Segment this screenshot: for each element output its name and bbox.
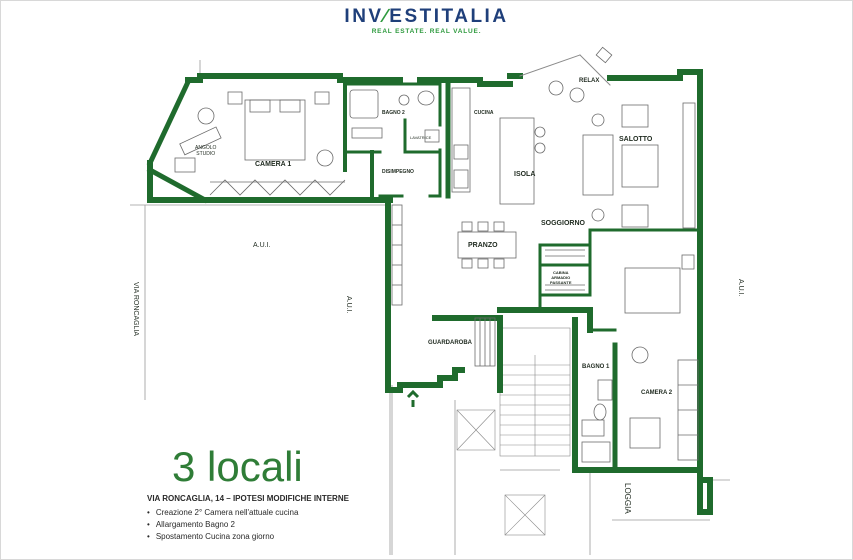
label-aui-right: A.U.I. (737, 279, 744, 297)
bed-camera2 (624, 267, 681, 314)
room-label-bagno1: BAGNO 1 (582, 364, 610, 370)
brand-tagline: REAL ESTATE. REAL VALUE. (371, 28, 482, 35)
room-label-bagno2: BAGNO 2 (382, 110, 405, 116)
sofa (582, 134, 614, 196)
shower-bagno2 (349, 89, 379, 119)
room-label-soggiorno: SOGGIORNO (541, 220, 585, 227)
staircase (456, 327, 571, 536)
context-lines (130, 60, 730, 555)
label-aui-center: A.U.I. (345, 296, 352, 314)
washing-machine-icon (424, 129, 440, 143)
dining-table (457, 231, 517, 259)
brand-name: INV∕ESTITALIA (344, 6, 509, 27)
plant-icon (591, 113, 605, 127)
entrance-arrow-icon (406, 389, 420, 407)
room-label-salotto: SALOTTO (619, 136, 653, 143)
desk-chair (197, 107, 215, 125)
toilet-icon (593, 403, 607, 421)
wardrobe-camera1 (209, 179, 346, 196)
note-item: Allargamento Bagno 2 (147, 519, 298, 531)
room-label-relax: RELAX (579, 78, 600, 84)
rug (621, 144, 659, 188)
room-label-cucina: CUCINA (474, 110, 494, 116)
furniture (174, 46, 699, 463)
label-street: VIA RONCAGLIA (132, 282, 139, 337)
walls (146, 54, 713, 515)
room-label-guardaroba: GUARDAROBA (428, 340, 472, 346)
room-label-angolo-studio: ANGOLO STUDIO (195, 145, 217, 157)
room-label-camera1: CAMERA 1 (255, 161, 292, 168)
label-aui-left: A.U.I. (253, 242, 271, 249)
brand-logo: INV∕ESTITALIA REAL ESTATE. REAL VALUE. (0, 6, 853, 35)
room-label-disimpegno: DISIMPEGNO (382, 169, 414, 175)
room-label-camera2: CAMERA 2 (641, 390, 673, 396)
kitchen-island (499, 117, 535, 205)
kitchen-counter (451, 87, 471, 193)
bed-camera1 (244, 99, 306, 161)
note-item: Creazione 2° Camera nell'attuale cucina (147, 507, 299, 519)
headline-rooms: 3 locali (172, 443, 303, 490)
address-subtitle: VIA RONCAGLIA, 14 – IPOTESI MODIFICHE IN… (147, 494, 349, 503)
room-label-pranzo: PRANZO (468, 242, 498, 249)
toilet-icon (417, 90, 435, 106)
plant-icon (316, 149, 334, 167)
tv-cabinet (682, 102, 696, 229)
note-item: Spostamento Cucina zona giorno (147, 531, 298, 543)
room-label-cabina-armadio: CABINA ARMADIO PASSANTE (550, 270, 572, 285)
room-label-isola: ISOLA (514, 171, 536, 178)
room-label-loggia: LOGGIA (623, 483, 632, 514)
modification-notes: Creazione 2° Camera nell'attuale cucina … (147, 507, 299, 543)
room-label-lavatrice: LAVATRICE (410, 135, 432, 140)
